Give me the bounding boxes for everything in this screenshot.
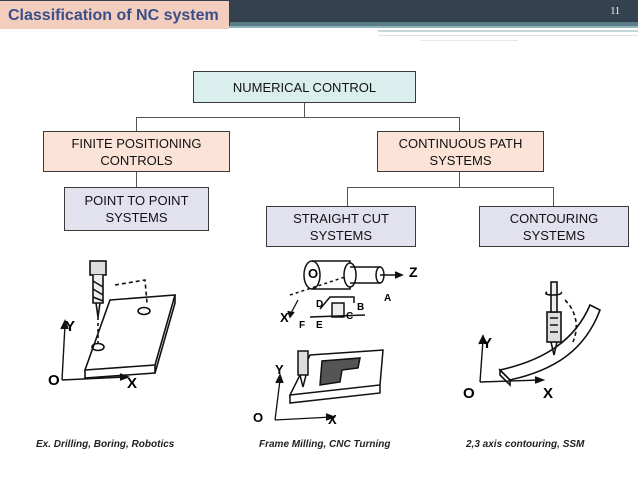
example-drilling: Ex. Drilling, Boring, Robotics	[36, 439, 175, 450]
drilling-origin: O	[48, 372, 60, 389]
connector	[553, 187, 554, 206]
milling-axis-y: Y	[275, 362, 284, 377]
header-stripe	[0, 26, 638, 28]
milling-illustration	[274, 260, 404, 421]
connector	[459, 172, 460, 187]
header-stripe	[378, 35, 638, 36]
milling-point-a: A	[384, 293, 392, 304]
milling-top-axis-z: Z	[409, 264, 418, 280]
milling-point-d: D	[316, 299, 324, 310]
node-contouring: CONTOURING SYSTEMS	[479, 206, 629, 247]
connector	[459, 117, 460, 131]
contouring-axis-x: X	[543, 385, 554, 402]
milling-point-f: F	[299, 320, 306, 331]
example-milling: Frame Milling, CNC Turning	[259, 439, 391, 450]
slide-number: 11	[610, 6, 620, 17]
drilling-illustration	[60, 260, 177, 381]
contouring-origin: O	[463, 385, 475, 402]
milling-top-origin: O	[308, 266, 319, 281]
header-stripe	[420, 40, 518, 41]
connector	[136, 117, 137, 131]
milling-top-axis-x: X	[280, 310, 289, 325]
header-stripe	[230, 22, 638, 26]
milling-point-e: E	[316, 320, 323, 331]
connector	[304, 103, 305, 118]
node-point-to-point: POINT TO POINT SYSTEMS	[64, 187, 209, 231]
example-contouring: 2,3 axis contouring, SSM	[466, 439, 585, 450]
connector	[136, 172, 137, 187]
connector	[347, 187, 554, 188]
header-stripe	[378, 30, 638, 32]
milling-point-c: C	[346, 311, 354, 322]
node-straight-cut: STRAIGHT CUT SYSTEMS	[266, 206, 416, 247]
connector	[347, 187, 348, 206]
contouring-illustration	[478, 281, 602, 387]
milling-axis-x: X	[328, 412, 337, 427]
node-numerical-control: NUMERICAL CONTROL	[193, 71, 416, 103]
drilling-axis-x: X	[127, 375, 138, 392]
contouring-axis-y: Y	[482, 335, 493, 352]
drilling-axis-y: Y	[65, 318, 76, 335]
slide-title: Classification of NC system	[0, 1, 229, 29]
milling-origin: O	[253, 410, 264, 425]
node-finite-positioning: FINITE POSITIONING CONTROLS	[43, 131, 230, 172]
node-continuous-path: CONTINUOUS PATH SYSTEMS	[377, 131, 544, 172]
milling-point-b: B	[357, 302, 365, 313]
connector	[136, 117, 460, 118]
